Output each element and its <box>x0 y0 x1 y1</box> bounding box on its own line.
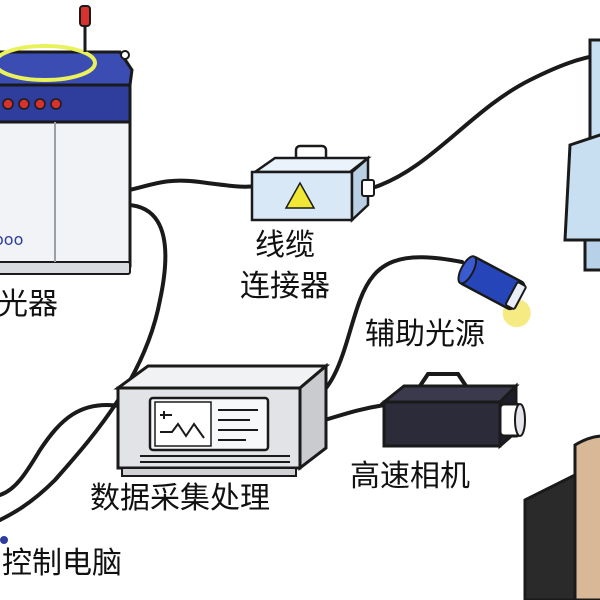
cable-connector-to-lens <box>370 53 600 190</box>
work-stage <box>523 434 600 600</box>
cable-laser-to-pc <box>0 203 168 522</box>
data-acquisition-device <box>113 362 331 477</box>
camera-top <box>379 384 520 404</box>
aux-light-back <box>457 255 478 285</box>
optical-head-nozzle <box>583 238 600 272</box>
high-speed-camera-label: 高速相机 <box>350 459 470 494</box>
daq-base <box>121 467 297 477</box>
high-speed-camera-device <box>379 372 526 450</box>
camera-lens-front <box>514 403 526 437</box>
control-pc-label: 控制电脑 <box>2 546 122 581</box>
stage-sample <box>573 434 600 600</box>
daq-side <box>298 362 328 472</box>
laser-device: ooo <box>0 5 134 275</box>
laser-button <box>2 98 14 110</box>
cable-connector-device <box>250 144 375 223</box>
connector-port <box>361 179 375 197</box>
aux-light-device <box>457 255 531 328</box>
waveform-icon <box>160 411 205 439</box>
laser-indicator-light <box>79 5 91 27</box>
laser-label: 光器 <box>0 287 58 322</box>
daq-vent-slots <box>140 455 290 463</box>
daq-top <box>113 364 331 390</box>
warning-triangle-icon <box>284 181 316 209</box>
laser-panel-text: ooo <box>0 230 23 249</box>
connector-side <box>350 155 370 223</box>
laser-buttons <box>2 98 62 110</box>
aux-light-label: 辅助光源 <box>365 317 485 352</box>
connector-top <box>251 156 372 174</box>
aux-light-lens-ring <box>505 281 527 310</box>
laser-button <box>34 98 46 110</box>
connector-label-line1: 线缆 <box>255 228 315 263</box>
pc-cable-port <box>0 536 8 544</box>
laser-button <box>50 98 62 110</box>
cable-daq-to-pc <box>0 402 122 497</box>
camera-body <box>382 400 502 448</box>
daq-screen-inner <box>154 401 212 447</box>
optical-head-device <box>563 38 600 272</box>
optical-head-shoulder <box>563 133 600 242</box>
connector-label-line2: 连接器 <box>240 269 330 304</box>
optical-head-upper <box>588 38 600 152</box>
camera-handle <box>418 372 468 388</box>
laser-ring <box>0 44 97 82</box>
laser-base <box>0 261 131 275</box>
laser-button <box>18 98 30 110</box>
laser-top-knob <box>120 50 130 60</box>
daq-screen-lines <box>218 409 258 441</box>
laser-top <box>0 50 134 87</box>
data-acquisition-label: 数据采集处理 <box>90 481 270 516</box>
cable-daq-to-aux-light <box>303 255 464 407</box>
